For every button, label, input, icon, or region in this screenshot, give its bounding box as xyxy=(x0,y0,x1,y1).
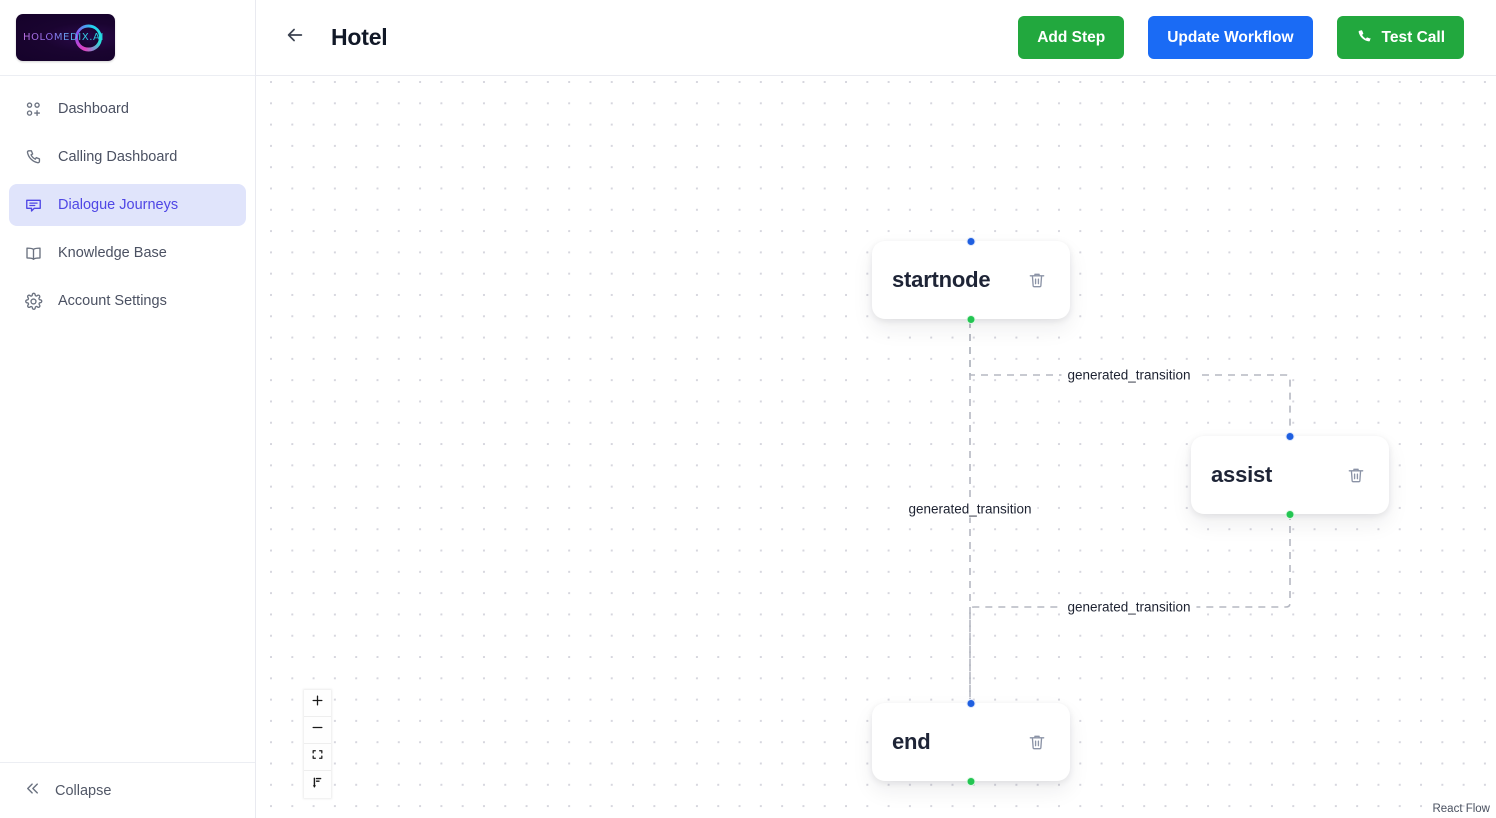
minus-icon xyxy=(311,721,324,739)
sidebar-item-knowledge-base[interactable]: Knowledge Base xyxy=(9,232,246,274)
workflow-canvas[interactable]: startnode assist xyxy=(256,76,1496,818)
trash-icon[interactable] xyxy=(1024,267,1050,293)
node-target-handle[interactable] xyxy=(966,236,976,246)
sidebar-item-label: Calling Dashboard xyxy=(58,149,178,165)
node-source-handle[interactable] xyxy=(966,314,976,324)
sidebar-item-label: Knowledge Base xyxy=(58,245,167,261)
sidebar-item-dashboard[interactable]: Dashboard xyxy=(9,88,246,130)
sidebar-nav: Dashboard Calling Dashboard Dialogu xyxy=(0,76,255,762)
sidebar-item-calling-dashboard[interactable]: Calling Dashboard xyxy=(9,136,246,178)
trash-icon[interactable] xyxy=(1343,462,1369,488)
fit-view-button[interactable] xyxy=(304,744,331,771)
test-call-label: Test Call xyxy=(1381,28,1445,46)
flow-controls xyxy=(304,690,331,798)
main-area: Hotel Add Step Update Workflow Test Call xyxy=(256,0,1496,818)
node-label: startnode xyxy=(892,267,991,292)
book-open-icon xyxy=(23,243,44,264)
node-label: assist xyxy=(1211,462,1273,487)
sidebar: HOLOMEDIX.AI Dashboard xyxy=(0,0,256,818)
node-source-handle[interactable] xyxy=(966,776,976,786)
gear-icon xyxy=(23,291,44,312)
node-target-handle[interactable] xyxy=(966,698,976,708)
node-source-handle[interactable] xyxy=(1285,509,1295,519)
top-bar: Hotel Add Step Update Workflow Test Call xyxy=(256,0,1496,76)
node-label: end xyxy=(892,729,931,754)
logo-text: HOLOMEDIX.AI xyxy=(22,32,105,43)
update-workflow-label: Update Workflow xyxy=(1167,28,1294,46)
add-step-label: Add Step xyxy=(1037,28,1106,46)
trash-icon[interactable] xyxy=(1024,729,1050,755)
collapse-sidebar-button[interactable]: Collapse xyxy=(0,762,255,818)
collapse-label: Collapse xyxy=(55,782,112,799)
sidebar-item-label: Account Settings xyxy=(58,293,167,309)
update-workflow-button[interactable]: Update Workflow xyxy=(1148,16,1313,59)
flow-node-end[interactable]: end xyxy=(872,698,1070,786)
fit-view-icon xyxy=(311,748,324,766)
edge-label[interactable]: generated_transition xyxy=(902,500,1038,518)
flow-node-assist[interactable]: assist xyxy=(1191,431,1389,519)
zoom-in-button[interactable] xyxy=(304,690,331,717)
logo-container[interactable]: HOLOMEDIX.AI xyxy=(0,0,255,76)
phone-icon xyxy=(1356,27,1373,49)
holomedix-logo: HOLOMEDIX.AI xyxy=(16,14,115,61)
layout-grid-plus-icon xyxy=(23,99,44,120)
add-step-button[interactable]: Add Step xyxy=(1018,16,1125,59)
edge-label[interactable]: generated_transition xyxy=(1061,366,1197,384)
lock-open-icon xyxy=(311,776,324,794)
sidebar-item-label: Dashboard xyxy=(58,101,129,117)
page-title: Hotel xyxy=(331,24,388,50)
logo-ring-icon xyxy=(75,24,102,51)
react-flow-pane[interactable]: startnode assist xyxy=(256,76,1496,818)
sidebar-item-label: Dialogue Journeys xyxy=(58,197,179,213)
flow-node-startnode[interactable]: startnode xyxy=(872,236,1070,324)
test-call-button[interactable]: Test Call xyxy=(1336,16,1464,59)
sidebar-item-dialogue-journeys[interactable]: Dialogue Journeys xyxy=(9,184,246,226)
message-square-icon xyxy=(23,195,44,216)
arrow-left-icon xyxy=(284,24,306,51)
phone-icon xyxy=(23,147,44,168)
toggle-interactivity-button[interactable] xyxy=(304,771,331,798)
sidebar-item-account-settings[interactable]: Account Settings xyxy=(9,280,246,322)
plus-icon xyxy=(311,694,324,712)
back-button[interactable] xyxy=(280,23,310,53)
chevrons-left-icon xyxy=(23,779,42,802)
node-target-handle[interactable] xyxy=(1285,431,1295,441)
zoom-out-button[interactable] xyxy=(304,717,331,744)
edge-label[interactable]: generated_transition xyxy=(1061,598,1197,616)
react-flow-attribution[interactable]: React Flow xyxy=(1432,803,1490,815)
